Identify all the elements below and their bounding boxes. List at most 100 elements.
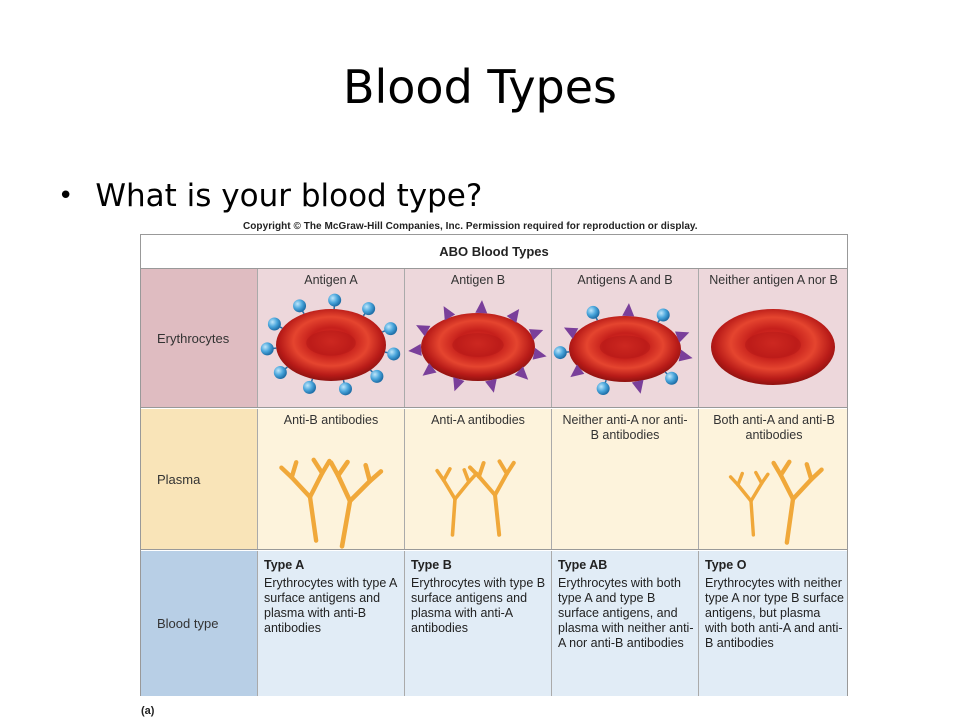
- erythrocytes-row: Erythrocytes Antigen A Antigen B Antigen…: [141, 269, 847, 407]
- antigen-a-sphere: [273, 365, 287, 379]
- antibody-arm: [784, 496, 796, 545]
- antibody-arm: [504, 460, 516, 476]
- rbc-no-antigen-illustration: [711, 309, 835, 385]
- antigen-b-triangle: [622, 303, 635, 317]
- antigen-a-sphere: [267, 317, 281, 331]
- antigen-b-triangle: [416, 325, 431, 337]
- type-name: Type O: [705, 558, 747, 572]
- anti-a-antibodies-illustration: [435, 459, 516, 537]
- antigen-b-triangle: [453, 377, 465, 392]
- blood-type-cell-o: Type O Erythrocytes with neither type A …: [698, 551, 847, 696]
- type-name: Type AB: [558, 558, 608, 572]
- antigen-b-triangle: [514, 366, 529, 380]
- antibody-arm: [347, 478, 373, 504]
- antibody-label: Anti-B antibodies: [283, 413, 379, 427]
- cell-center: [599, 335, 651, 359]
- antibody-arm: [778, 459, 792, 478]
- abo-blood-types-figure: ABO Blood Types Erythrocytes Antigen A A…: [140, 234, 848, 696]
- antigen-b-triangle: [422, 363, 437, 376]
- antigen-a-sphere: [596, 382, 610, 396]
- bullet-item: • What is your blood type?: [58, 178, 482, 214]
- type-name: Type A: [264, 558, 305, 572]
- antibody-arm: [339, 498, 353, 549]
- blood-type-cell-b: Type B Erythrocytes with type B surface …: [404, 551, 550, 696]
- antibody-y-shape: [771, 459, 824, 545]
- antigen-b-triangle: [485, 378, 497, 393]
- antibody-arm: [453, 480, 471, 501]
- antibody-arm: [367, 469, 384, 484]
- antibody-arm: [476, 461, 486, 479]
- cell-center: [452, 333, 504, 357]
- cell-center: [745, 331, 801, 359]
- antibody-y-shape: [728, 470, 770, 537]
- antibody-arm: [289, 460, 299, 480]
- antigen-b-triangle: [408, 343, 422, 356]
- anti-b-antibodies-illustration: [279, 457, 384, 549]
- row-label-plasma: Plasma: [141, 409, 257, 549]
- antibody-arm: [749, 481, 764, 503]
- antigen-a-sphere: [362, 302, 376, 316]
- type-description: Erythrocytes with type A surface antigen…: [264, 576, 397, 635]
- rbc-antigen-b-illustration: [408, 300, 547, 393]
- antibody-arm: [441, 478, 457, 501]
- antibody-arm: [450, 497, 457, 537]
- copyright-notice: Copyright © The McGraw-Hill Companies, I…: [243, 221, 698, 232]
- plasma-cell-type-o: Both anti-A and anti-B antibodies: [698, 409, 847, 549]
- antibody-arm: [289, 475, 313, 500]
- type-description: Erythrocytes with neither type A nor typ…: [705, 576, 844, 650]
- antigen-b-triangle: [678, 349, 693, 362]
- antibody-label: Both anti-A and anti-B antibodies: [713, 413, 835, 442]
- antigen-a-sphere: [384, 322, 398, 336]
- erythrocyte-cell-type-a: Antigen A: [257, 269, 403, 407]
- both-antibodies-illustration: [728, 459, 824, 545]
- antigen-a-sphere: [370, 369, 384, 383]
- blood-type-cell-ab: Type AB Erythrocytes with both type A an…: [551, 551, 697, 696]
- antibody-arm: [493, 493, 502, 537]
- antibody-arm: [441, 467, 452, 482]
- type-name: Type B: [411, 558, 452, 572]
- antibody-arm: [307, 470, 325, 500]
- antigen-a-sphere: [260, 342, 274, 356]
- antibody-arm: [476, 474, 497, 497]
- antibody-arm: [754, 470, 764, 485]
- antibody-arm: [749, 499, 756, 537]
- antibody-arm: [736, 471, 744, 487]
- figure-caption: (a): [141, 705, 155, 717]
- blood-type-cell-a: Type A Erythrocytes with type A surface …: [257, 551, 403, 696]
- antigen-label: Neither antigen A nor B: [709, 273, 838, 287]
- antibody-arm: [363, 462, 373, 484]
- antibody-arm: [809, 467, 824, 482]
- rbc-antigen-ab-illustration: [553, 303, 693, 396]
- antigen-a-sphere: [293, 299, 307, 313]
- antigen-b-triangle: [631, 379, 644, 394]
- antigen-b-triangle: [570, 364, 585, 378]
- antigen-b-triangle: [475, 300, 488, 314]
- type-description: Erythrocytes with both type A and type B…: [558, 576, 694, 650]
- erythrocyte-cell-type-ab: Antigens A and B: [551, 269, 697, 407]
- antibody-y-shape: [435, 467, 479, 537]
- antigen-b-triangle: [443, 306, 456, 321]
- antibody-y-shape: [467, 459, 516, 537]
- antibody-y-shape: [328, 459, 384, 549]
- blood-type-row: Blood type Type A Erythrocytes with type…: [141, 551, 847, 696]
- antigen-a-sphere: [665, 371, 679, 385]
- antigen-a-sphere: [553, 346, 567, 360]
- plasma-cell-type-a: Anti-B antibodies: [257, 409, 403, 549]
- row-label-blood-type: Blood type: [141, 551, 257, 696]
- antigen-label: Antigen A: [304, 273, 358, 287]
- erythrocyte-cell-type-o: Neither antigen A nor B: [698, 269, 847, 407]
- bullet-dot-icon: •: [58, 181, 74, 211]
- plasma-row: Plasma Anti-B antibodies Anti-A antibodi…: [141, 409, 847, 549]
- antibody-label: Anti-A antibodies: [431, 413, 525, 427]
- figure-header: ABO Blood Types: [141, 235, 847, 269]
- antibody-arm: [497, 459, 509, 476]
- antigen-label: Antigens A and B: [577, 273, 673, 287]
- antigen-a-sphere: [302, 380, 316, 394]
- slide-title: Blood Types: [342, 60, 618, 114]
- antibody-arm: [319, 458, 332, 476]
- antibody-arm: [493, 471, 509, 497]
- antigen-label: Antigen B: [450, 273, 506, 287]
- antibody-y-shape: [279, 457, 332, 543]
- antigen-a-sphere: [586, 305, 600, 319]
- antibody-arm: [790, 477, 814, 502]
